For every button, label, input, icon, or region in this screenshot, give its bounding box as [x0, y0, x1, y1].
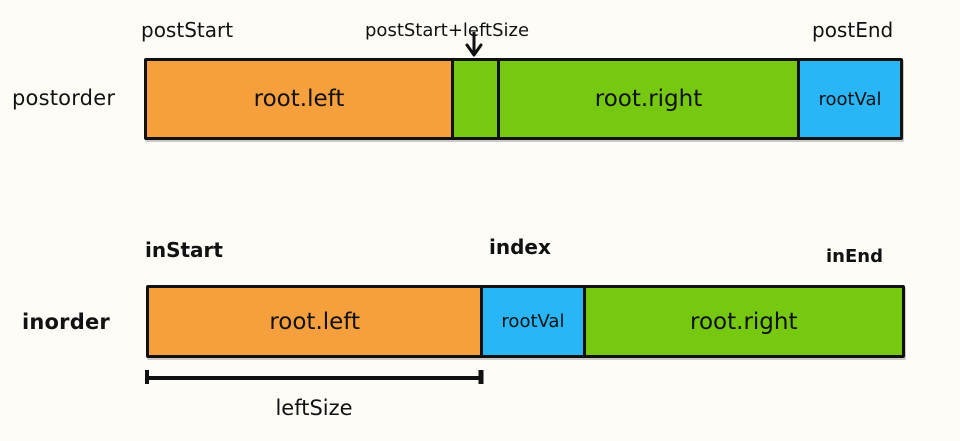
- postorder-row-label: postorder: [12, 86, 116, 110]
- inorder-start-label: inStart: [145, 238, 223, 262]
- inorder-segment-root-right: root.right: [582, 288, 902, 355]
- postorder-segment-root-val: rootVal: [797, 61, 900, 137]
- inorder-segment-root-val: rootVal: [480, 288, 583, 355]
- inorder-index-label: index: [489, 235, 551, 259]
- postorder-split-label: postStart+leftSize: [365, 20, 530, 41]
- inorder-row-label: inorder: [22, 310, 110, 334]
- left-size-label: leftSize: [275, 396, 353, 420]
- postorder-start-label: postStart: [141, 18, 234, 42]
- inorder-bar: root.left rootVal root.right: [146, 285, 905, 358]
- postorder-segment-root-right: root.right: [497, 61, 797, 137]
- inorder-end-label: inEnd: [826, 246, 883, 267]
- inorder-segment-root-left: root.left: [149, 288, 481, 355]
- postorder-bar: root.left root.right rootVal: [144, 58, 903, 140]
- postorder-segment-right-head: [451, 61, 497, 137]
- postorder-end-label: postEnd: [812, 18, 894, 42]
- postorder-segment-root-left: root.left: [147, 61, 451, 137]
- left-size-bracket: [144, 368, 484, 388]
- split-down-arrow-icon: [462, 31, 486, 58]
